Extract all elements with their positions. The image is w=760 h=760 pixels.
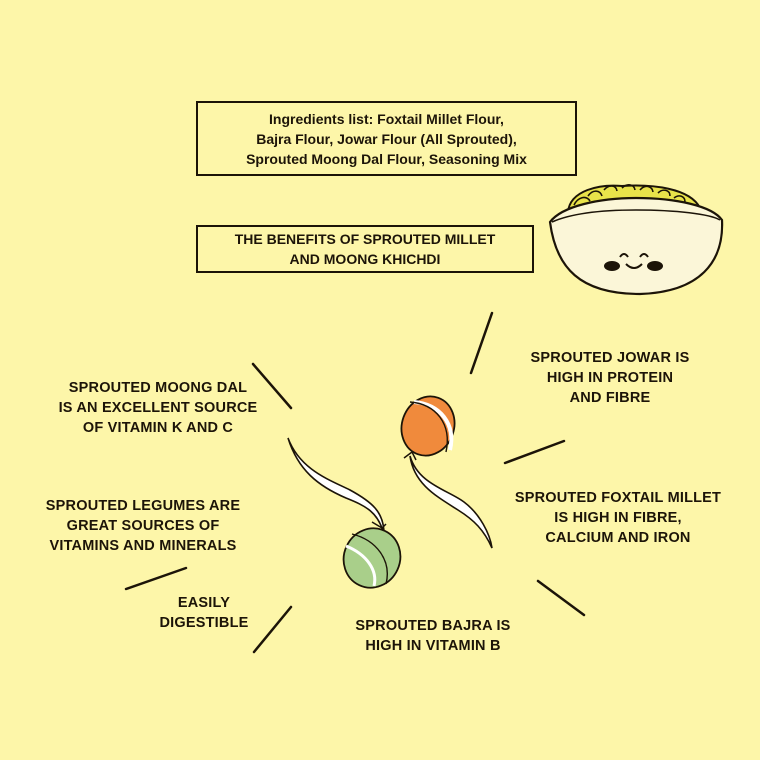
- benefit-legumes: SPROUTED LEGUMES ARE GREAT SOURCES OF VI…: [28, 496, 258, 556]
- ingredients-line-3: Sprouted Moong Dal Flour, Seasoning Mix: [246, 150, 527, 167]
- benefit-moong-dal: SPROUTED MOONG DAL IS AN EXCELLENT SOURC…: [42, 378, 274, 438]
- benefit-jowar-line-1: SPROUTED JOWAR IS: [530, 350, 690, 366]
- benefits-heading-line-2: AND MOONG KHICHDI: [289, 251, 441, 267]
- benefit-moong-dal-line-1: SPROUTED MOONG DAL: [68, 380, 248, 396]
- khichdi-bowl-icon: [548, 184, 724, 296]
- benefit-bajra-line-1: SPROUTED BAJRA IS: [355, 618, 511, 634]
- benefit-moong-dal-line-3: OF VITAMIN K AND C: [82, 420, 234, 436]
- benefit-foxtail-line-2: IS HIGH IN FIBRE,: [554, 510, 682, 526]
- benefit-foxtail: SPROUTED FOXTAIL MILLET IS HIGH IN FIBRE…: [503, 488, 733, 548]
- benefits-heading: THE BENEFITS OF SPROUTED MILLET AND MOON…: [196, 225, 534, 273]
- benefit-bajra-line-2: HIGH IN VITAMIN B: [365, 638, 501, 654]
- benefit-jowar: SPROUTED JOWAR IS HIGH IN PROTEIN AND FI…: [515, 348, 705, 408]
- benefit-digestible: EASILY DIGESTIBLE: [140, 593, 268, 633]
- benefit-jowar-line-2: HIGH IN PROTEIN: [546, 370, 674, 386]
- benefit-digestible-line-1: EASILY: [177, 595, 231, 611]
- benefit-legumes-line-2: GREAT SOURCES OF: [66, 518, 220, 534]
- benefit-digestible-line-2: DIGESTIBLE: [159, 615, 249, 631]
- orange-sprout-icon: [400, 395, 493, 549]
- ingredients-line-1: Ingredients list: Foxtail Millet Flour,: [269, 110, 504, 127]
- benefit-legumes-line-1: SPROUTED LEGUMES ARE: [45, 498, 241, 514]
- green-sprout-icon: [287, 437, 402, 589]
- ingredients-line-2: Bajra Flour, Jowar Flour (All Sprouted),: [256, 130, 517, 147]
- benefit-bajra: SPROUTED BAJRA IS HIGH IN VITAMIN B: [340, 616, 526, 656]
- benefit-foxtail-line-3: CALCIUM AND IRON: [545, 530, 691, 546]
- ingredients-box: Ingredients list: Foxtail Millet Flour, …: [196, 101, 577, 176]
- benefit-legumes-line-3: VITAMINS AND MINERALS: [49, 538, 237, 554]
- benefit-moong-dal-line-2: IS AN EXCELLENT SOURCE: [58, 400, 258, 416]
- connector-lines: [124, 311, 586, 654]
- benefits-heading-line-1: THE BENEFITS OF SPROUTED MILLET: [234, 231, 496, 247]
- benefit-foxtail-line-1: SPROUTED FOXTAIL MILLET: [514, 490, 722, 506]
- benefit-jowar-line-3: AND FIBRE: [569, 390, 651, 406]
